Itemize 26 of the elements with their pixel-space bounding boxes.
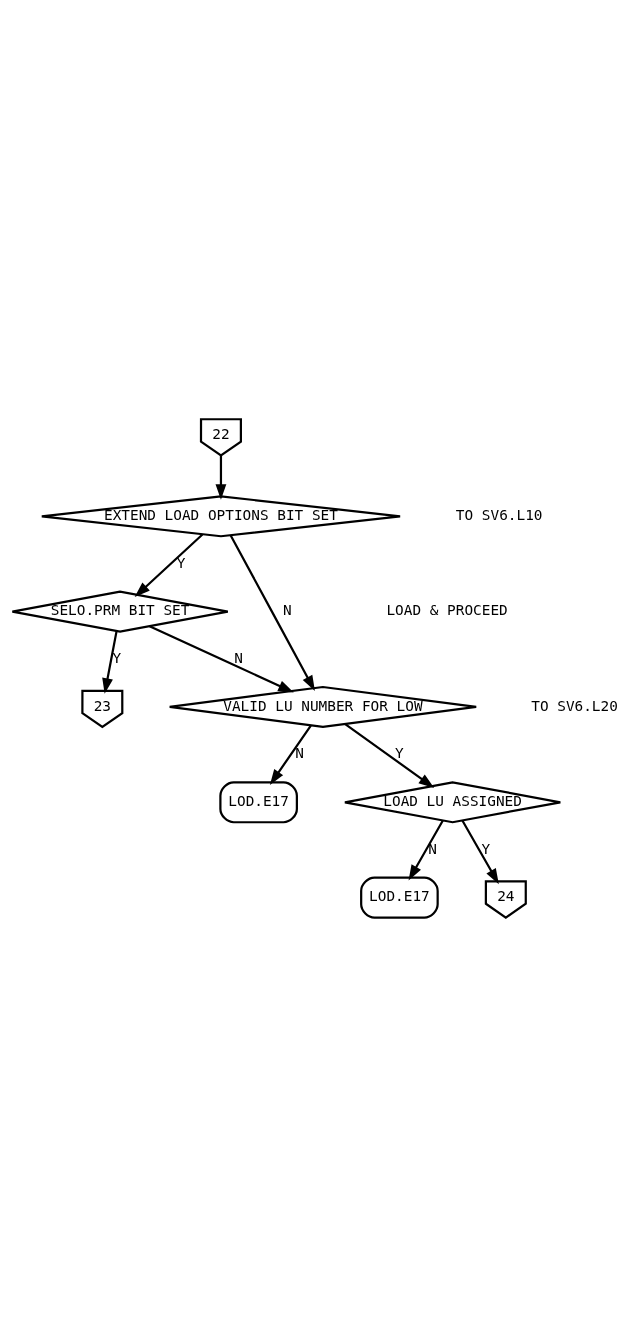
arrow [229,534,315,692]
node-diamond: VALID LU NUMBER FOR LOW [168,685,478,729]
edge-label: N [283,602,292,619]
arrow [461,819,499,885]
edge-label: Y [395,745,404,762]
node-diamond: SELO.PRM BIT SET [11,590,229,633]
edge-label: N [234,650,244,667]
arrow [102,630,118,694]
arrow [269,724,312,785]
edge-label: Y [176,554,186,571]
arrow [149,625,294,693]
arrow [215,455,227,500]
node-box: LOD.E17 [360,876,439,919]
node-diamond: LOAD LU ASSIGNED [343,781,562,824]
arrow [134,533,204,598]
label: TO SV6.L10 [455,507,543,524]
edge-label: N [428,840,437,857]
node-box: LOD.E17 [219,781,298,824]
edge-label: Y [112,650,122,667]
edge-label: Y [481,840,491,857]
node-diamond: EXTEND LOAD OPTIONS BIT SET [40,495,402,538]
arrow [344,723,435,788]
arrow [408,819,444,881]
edge-label: N [295,745,304,762]
label: LOAD & PROCEED [386,602,508,619]
label: TO SV6.L20 [531,697,618,714]
